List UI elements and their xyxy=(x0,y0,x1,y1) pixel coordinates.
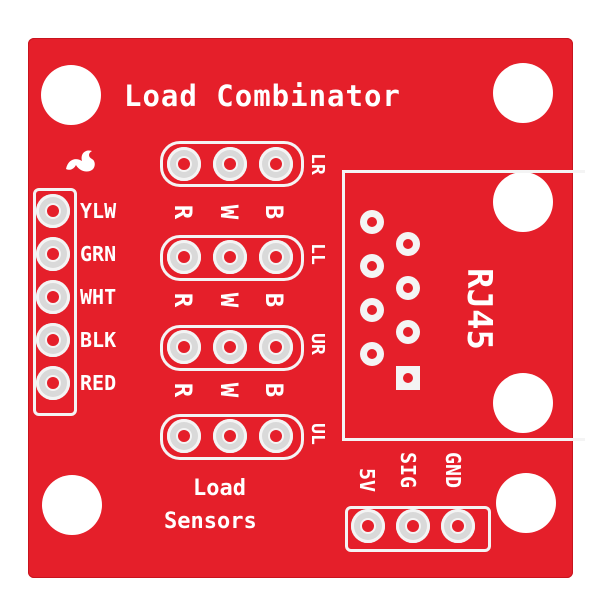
bottom-pad-sig xyxy=(396,509,430,543)
bottom-pad-gnd xyxy=(441,509,475,543)
sensor-row-ll-outline xyxy=(160,235,304,281)
sensor-pad-ur-2 xyxy=(213,330,247,364)
left-pad-wht xyxy=(36,280,70,314)
sensor-pad-lr-1 xyxy=(167,147,201,181)
sensor-row-ur-outline xyxy=(160,325,304,371)
rwb-r-label-1: R xyxy=(169,204,198,220)
rj45-outline xyxy=(342,170,585,441)
rj45-pad-3 xyxy=(360,254,384,278)
sensor-pad-ll-2 xyxy=(213,240,247,274)
bottom-label-5v: 5V xyxy=(355,467,380,493)
rwb-w-label-1: W xyxy=(215,204,244,220)
sensor-row-label-ul: UL xyxy=(306,423,328,445)
pin-label-grn: GRN xyxy=(80,242,117,266)
rj45-pad-1 xyxy=(360,210,384,234)
mounting-hole-mid-right xyxy=(493,172,553,232)
rwb-b-label-1: B xyxy=(260,204,289,220)
sensor-pad-ll-3 xyxy=(259,240,293,274)
bottom-header-outline xyxy=(345,506,491,552)
mounting-hole-lower-right xyxy=(493,373,553,433)
left-header-outline xyxy=(33,188,77,416)
sensor-row-ul-outline xyxy=(160,414,304,460)
sensor-pad-lr-2 xyxy=(213,147,247,181)
mounting-hole-bottom-left xyxy=(42,475,102,535)
mounting-hole-bottom-right xyxy=(496,473,556,533)
sensor-pad-lr-3 xyxy=(259,147,293,181)
left-pad-blk xyxy=(36,323,70,357)
pcb-board xyxy=(28,38,573,578)
load-sensors-label-line2: Sensors xyxy=(164,509,257,534)
left-pad-grn xyxy=(36,237,70,271)
bottom-label-sig: SIG xyxy=(396,451,421,489)
sensor-pad-ur-1 xyxy=(167,330,201,364)
sensor-pad-ur-3 xyxy=(259,330,293,364)
rwb-b-label-2: B xyxy=(260,292,289,308)
mounting-hole-top-right xyxy=(493,63,553,123)
rj45-label: RJ45 xyxy=(458,268,499,350)
sensor-row-label-lr: LR xyxy=(306,153,328,175)
rwb-r-label-2: R xyxy=(169,292,198,308)
rwb-w-label-3: W xyxy=(215,382,244,398)
sensor-row-label-ur: UR xyxy=(306,333,328,355)
pin-label-blk: BLK xyxy=(80,328,117,352)
load-sensors-label-line1: Load xyxy=(193,476,246,501)
bottom-label-gnd: GND xyxy=(441,451,466,489)
sensor-pad-ll-1 xyxy=(167,240,201,274)
rwb-w-label-2: W xyxy=(215,292,244,308)
flame-logo-icon xyxy=(66,150,95,172)
rj45-pad-6 xyxy=(396,320,420,344)
rj45-pad-8-square xyxy=(396,366,420,390)
rj45-pad-4 xyxy=(396,276,420,300)
board-title: Load Combinator xyxy=(124,79,401,113)
bottom-pad-5v xyxy=(351,509,385,543)
sensor-pad-ul-3 xyxy=(259,419,293,453)
pin-label-ylw: YLW xyxy=(80,199,117,223)
pin-label-wht: WHT xyxy=(80,285,117,309)
rj45-pad-5 xyxy=(360,298,384,322)
mounting-hole-top-left xyxy=(41,65,101,125)
pin-label-red: RED xyxy=(80,371,117,395)
sensor-pad-ul-1 xyxy=(167,419,201,453)
rj45-pad-7 xyxy=(360,342,384,366)
sensor-pad-ul-2 xyxy=(213,419,247,453)
rj45-pad-2 xyxy=(396,232,420,256)
rwb-r-label-3: R xyxy=(169,382,198,398)
sensor-row-lr-outline xyxy=(160,141,304,187)
left-pad-red xyxy=(36,366,70,400)
left-pad-ylw xyxy=(36,194,70,228)
sensor-row-label-ll: LL xyxy=(306,243,328,265)
rwb-b-label-3: B xyxy=(260,382,289,398)
